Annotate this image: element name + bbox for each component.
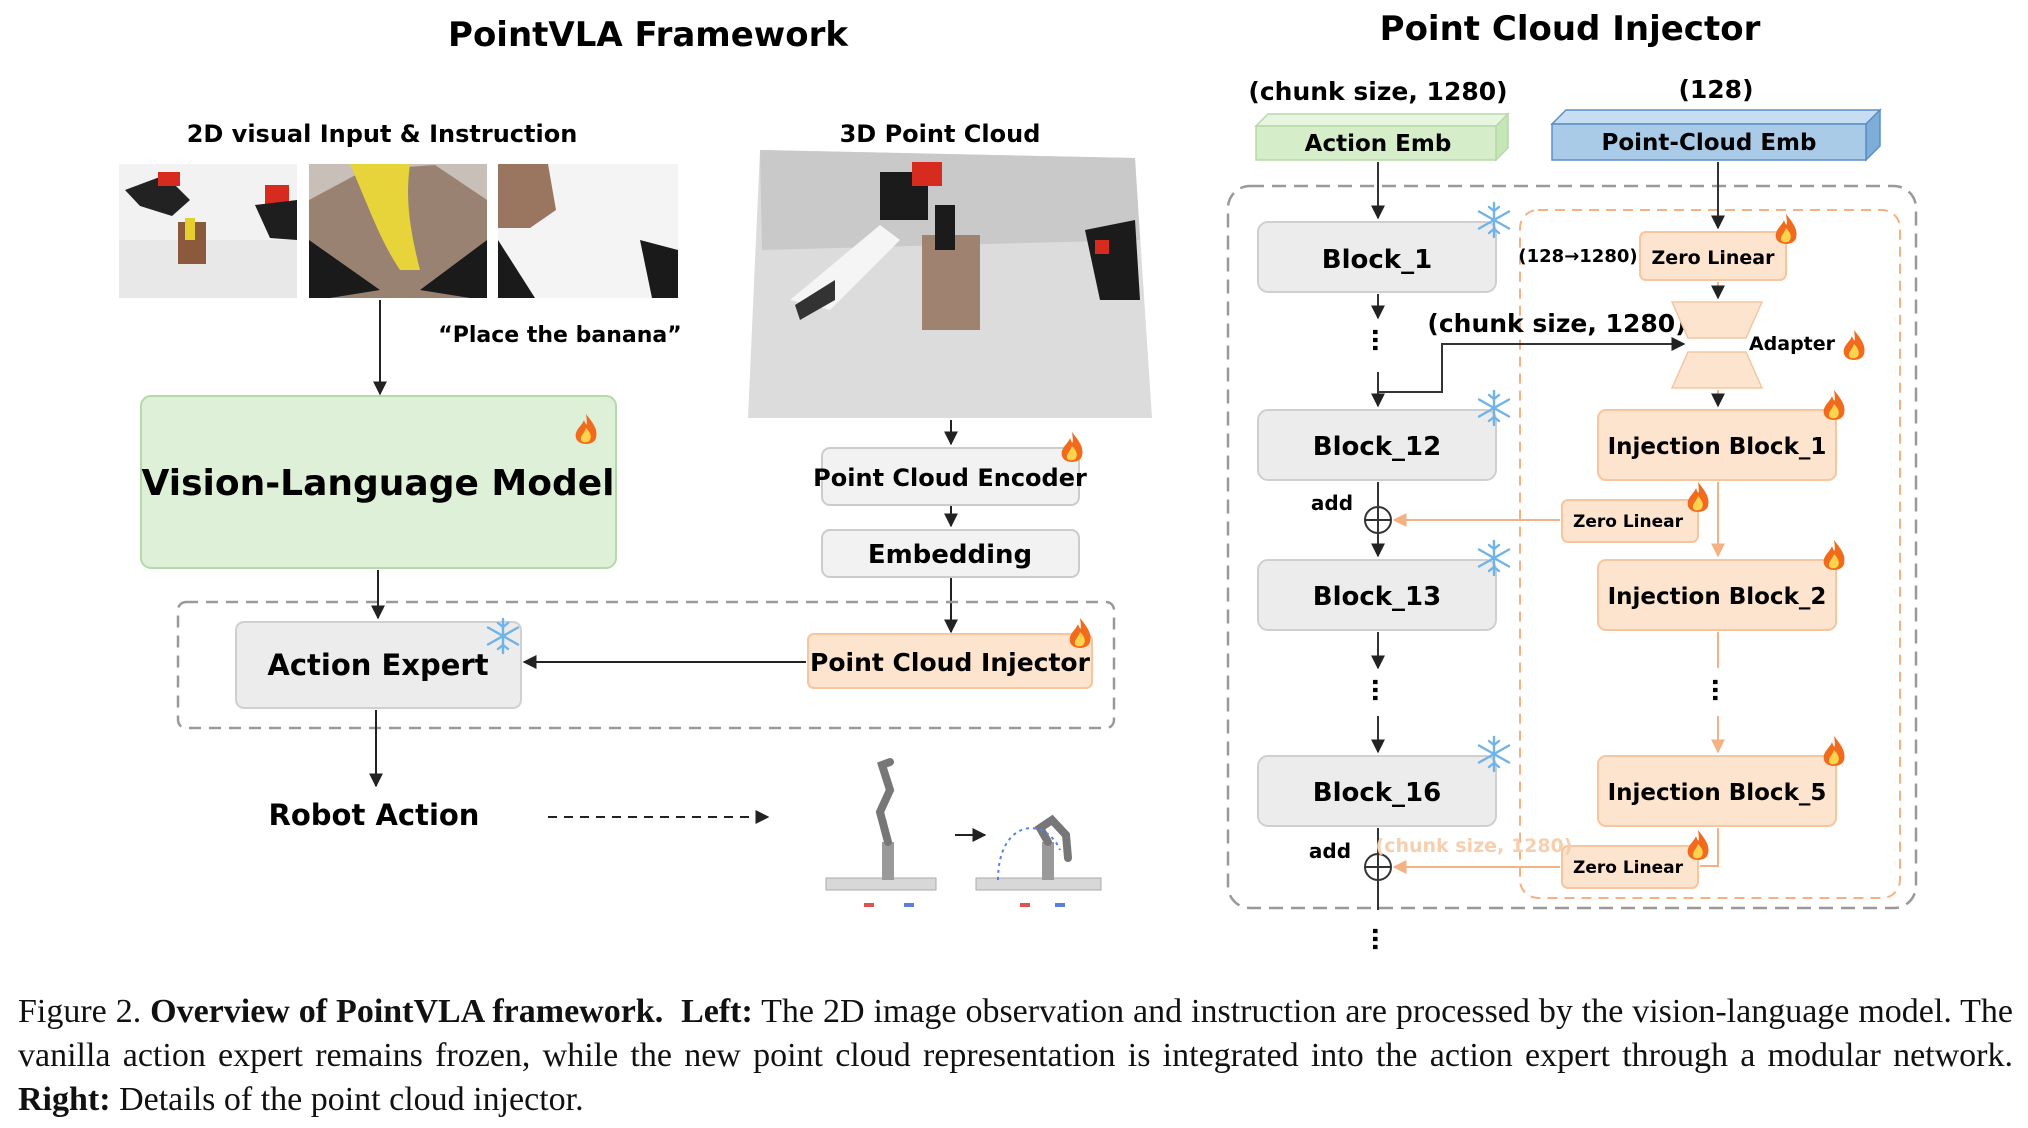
zero-linear-mid-label: Zero Linear <box>1573 512 1684 532</box>
ellipsis-4: … <box>1707 678 1735 702</box>
injection-block-2 <box>1597 559 1837 631</box>
zero-linear-bottom <box>1561 845 1699 889</box>
injection-block-5 <box>1597 755 1837 827</box>
injection-block-2-label: Injection Block_2 <box>1608 584 1827 610</box>
zero-linear-top-label: Zero Linear <box>1652 247 1776 269</box>
caption-right-label: Right: <box>18 1081 111 1118</box>
injector-outer-container <box>1226 184 1918 910</box>
action-module-container <box>176 600 1116 730</box>
add-operator-1 <box>1364 506 1392 534</box>
flame-icon <box>1775 214 1797 244</box>
point-cloud-image <box>748 150 1152 418</box>
input-label: 2D visual Input & Instruction <box>187 120 578 148</box>
embedding-label: Embedding <box>868 540 1032 570</box>
block-1-label: Block_1 <box>1322 245 1432 275</box>
caption-left-text: The 2D image observation and instruction… <box>18 993 2013 1074</box>
point-cloud-injector-box <box>807 633 1093 689</box>
flame-icon <box>1687 830 1709 860</box>
block-13 <box>1257 559 1497 631</box>
ellipsis-1: … <box>1367 328 1395 352</box>
adapter-shape <box>1670 301 1764 389</box>
robot-action-label: Robot Action <box>269 798 480 832</box>
chunk-label: (chunk size, 1280) <box>1427 309 1686 338</box>
add-label-1: add <box>1311 491 1353 515</box>
block-13-label: Block_13 <box>1313 582 1441 612</box>
ellipsis-3: … <box>1367 927 1395 951</box>
flame-icon <box>1687 482 1709 512</box>
point-cloud-emb-box <box>1550 108 1882 162</box>
zero-linear-top <box>1639 231 1787 281</box>
action-expert-label: Action Expert <box>267 648 488 682</box>
add-operator-2 <box>1364 853 1392 881</box>
vlm-label: Vision-Language Model <box>142 463 615 504</box>
injection-block-1 <box>1597 409 1837 481</box>
block-1 <box>1257 221 1497 293</box>
right-title: Point Cloud Injector <box>1380 9 1761 49</box>
action-dim-label: (chunk size, 1280) <box>1248 77 1507 106</box>
action-emb-box <box>1254 112 1510 162</box>
instruction-text: “Place the banana” <box>438 323 681 348</box>
flame-icon <box>1843 330 1865 360</box>
map-label: (128→1280) <box>1518 246 1637 267</box>
vlm-box <box>140 395 617 569</box>
photo-robot-scene <box>119 164 297 298</box>
diagram: PointVLA Framework 2D visual Input & Ins… <box>119 9 1918 951</box>
action-expert-box <box>235 621 522 709</box>
embedding-box <box>821 529 1080 578</box>
faded-chunk-label: (chunk size, 1280) <box>1376 835 1573 857</box>
caption-prefix: Figure 2. <box>18 993 151 1030</box>
flame-icon <box>1061 432 1083 462</box>
encoder-label: Point Cloud Encoder <box>813 464 1087 492</box>
routing-line <box>1378 337 1686 393</box>
photo-gripper-view <box>498 164 678 298</box>
adapter-label: Adapter <box>1749 333 1836 355</box>
left-title: PointVLA Framework <box>448 15 849 55</box>
action-emb-label: Action Emb <box>1305 131 1452 157</box>
flame-icon <box>1823 540 1845 570</box>
photo-wrist-view <box>309 164 487 298</box>
flame-icon <box>1069 618 1091 648</box>
robot-arm-illustration <box>825 758 1102 907</box>
block-16-label: Block_16 <box>1313 778 1441 808</box>
zero-linear-bottom-label: Zero Linear <box>1573 858 1684 878</box>
flame-icon <box>1823 390 1845 420</box>
block-12 <box>1257 409 1497 481</box>
injection-block-5-label: Injection Block_5 <box>1608 780 1827 806</box>
block-16 <box>1257 755 1497 827</box>
figure-caption: Figure 2. Overview of PointVLA framework… <box>18 990 2013 1122</box>
caption-title: Overview of PointVLA framework. <box>150 993 664 1030</box>
point-cloud-encoder-box <box>821 447 1080 506</box>
flame-icon <box>1823 736 1845 766</box>
injector-label: Point Cloud Injector <box>810 648 1091 677</box>
ellipsis-2: … <box>1367 678 1395 702</box>
pc-dim-label: (128) <box>1678 75 1753 104</box>
injector-inner-container <box>1519 209 1901 899</box>
block-12-label: Block_12 <box>1313 432 1441 462</box>
caption-left-label: Left: <box>681 993 753 1030</box>
point-cloud-label: 3D Point Cloud <box>840 120 1041 148</box>
injection-block-1-label: Injection Block_1 <box>1608 434 1827 460</box>
zero-linear-mid <box>1561 499 1699 543</box>
caption-right-text: Details of the point cloud injector. <box>110 1081 584 1118</box>
add-label-2: add <box>1309 839 1351 863</box>
pc-emb-label: Point-Cloud Emb <box>1601 130 1816 156</box>
